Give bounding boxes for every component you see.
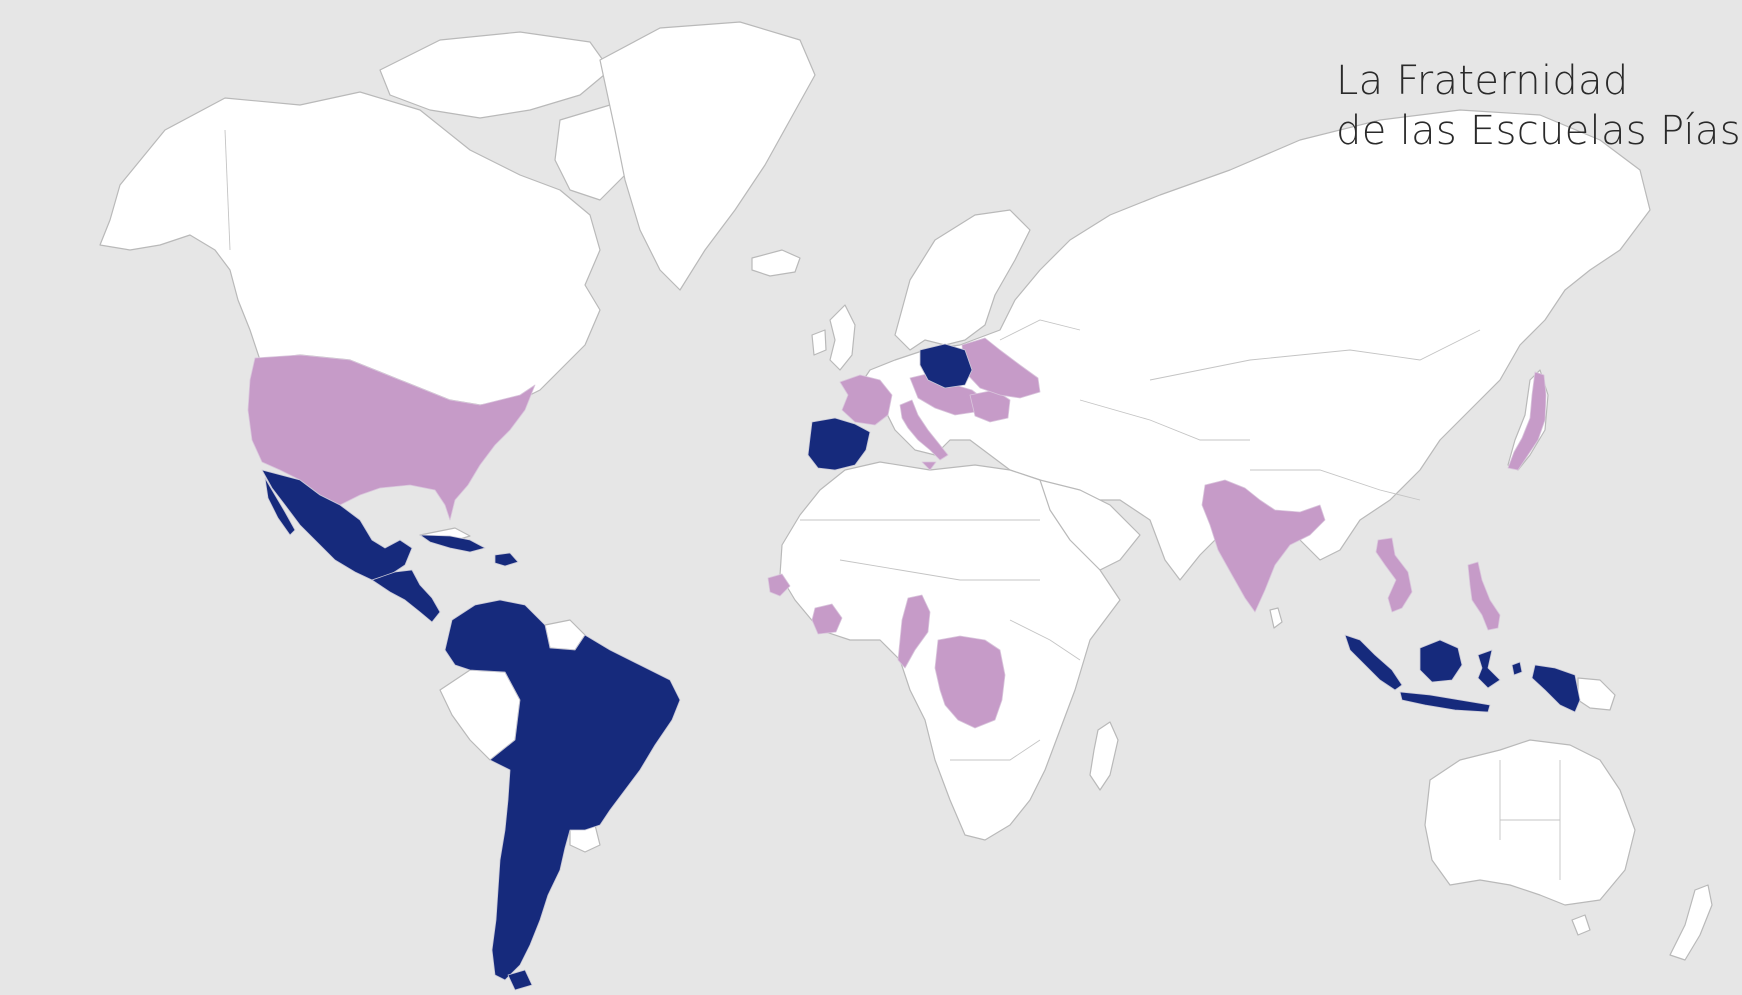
region-tierra-del-fuego — [507, 969, 533, 991]
region-dr-congo — [934, 635, 1006, 729]
region-south-america — [444, 599, 681, 981]
region-papua — [1531, 664, 1581, 713]
region-baja-california — [264, 477, 296, 536]
region-france — [839, 374, 893, 426]
region-usa — [247, 354, 536, 521]
region-italy — [899, 399, 949, 461]
region-ukraine-belarus — [961, 337, 1041, 399]
border-africa-mid — [839, 559, 1040, 581]
landmass-australia — [1424, 739, 1636, 906]
region-moluccas — [1511, 661, 1523, 676]
region-poland — [919, 343, 973, 389]
region-ivory-coast — [811, 603, 843, 635]
border-russia-china — [1149, 329, 1481, 381]
region-dominican-republic — [494, 552, 519, 567]
border-australia — [1499, 760, 1561, 880]
landmass-scandinavia — [894, 209, 1031, 351]
region-central-america — [371, 569, 441, 623]
dark-presence-regions — [261, 343, 1581, 991]
landmass-madagascar — [1089, 721, 1119, 791]
region-senegal — [767, 573, 791, 597]
region-java — [1399, 691, 1491, 713]
landmass-new-zealand — [1669, 884, 1713, 961]
border-central-asia — [1079, 399, 1250, 441]
title-line-1: La Fraternidad — [1336, 58, 1629, 104]
region-sicily — [921, 461, 937, 471]
border-africa-east — [1009, 619, 1081, 661]
region-sulawesi — [1477, 649, 1501, 689]
region-india — [1201, 479, 1326, 613]
landmass-sri-lanka — [1269, 607, 1283, 629]
border-china-south — [1250, 469, 1421, 501]
landmass-arctic-islands — [379, 31, 611, 119]
region-japan — [1507, 371, 1547, 471]
region-borneo — [1419, 639, 1463, 683]
light-presence-regions — [247, 337, 1547, 729]
country-borders — [224, 129, 1561, 880]
region-philippines — [1467, 561, 1501, 631]
region-sumatra — [1344, 634, 1403, 691]
border-africa-south — [950, 739, 1041, 761]
border-canada-alaska — [224, 129, 231, 251]
region-cameroon-gabon — [897, 594, 931, 669]
landmass-tasmania — [1571, 914, 1591, 936]
region-cuba — [419, 534, 486, 553]
region-spain — [807, 417, 871, 471]
region-mexico — [261, 469, 413, 581]
map-title: La Fraternidad de las Escuelas Pías — [1336, 56, 1741, 156]
title-line-2: de las Escuelas Pías — [1336, 108, 1741, 154]
landmass-ireland — [811, 329, 827, 356]
region-vietnam — [1375, 537, 1413, 613]
border-europe-east — [999, 319, 1081, 341]
landmass-great-britain — [829, 304, 856, 371]
landmass-greenland — [599, 21, 816, 291]
landmass-iceland — [751, 249, 801, 277]
